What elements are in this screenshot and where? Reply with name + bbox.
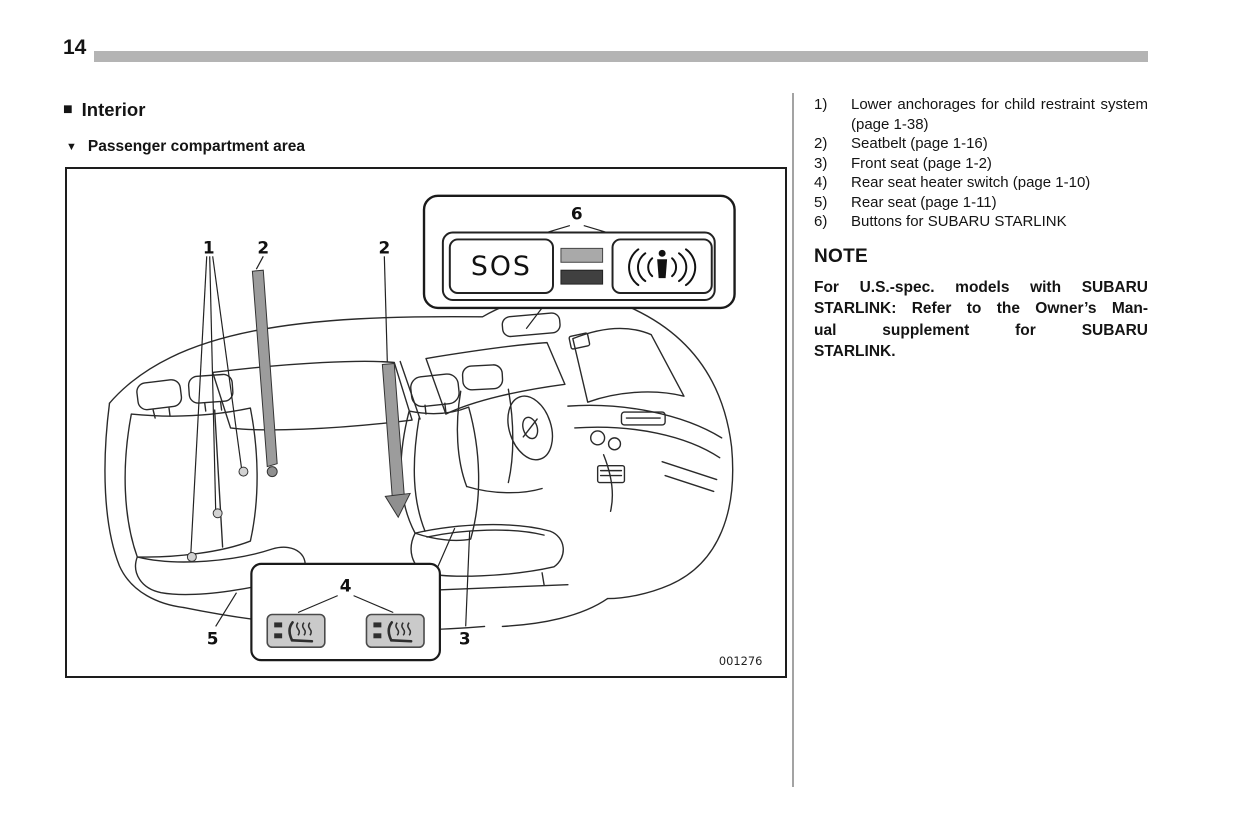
heater-switch-callout: 4: [250, 562, 441, 662]
callout-label-5: 5: [207, 628, 219, 648]
starlink-indicator-dark: [560, 269, 604, 285]
list-item: 5) Rear seat (page 1-11): [814, 193, 1148, 213]
callout-label-4: 4: [340, 576, 352, 596]
callout-label-2-rear: 2: [257, 237, 269, 257]
section-square-icon: ■: [63, 101, 73, 118]
list-item: 2) Seatbelt (page 1-16): [814, 134, 1148, 154]
sos-button-label: SOS: [471, 251, 532, 282]
callout-label-1: 1: [203, 237, 215, 257]
steering-wheel: [507, 395, 554, 461]
section-title: Interior: [81, 99, 146, 120]
list-item: 4) Rear seat heater switch (page 1-10): [814, 173, 1148, 193]
leader-lines: [190, 256, 543, 627]
seatbelt-buckle: [266, 466, 278, 478]
note-heading: NOTE: [814, 245, 868, 267]
driver-seat: [456, 364, 543, 494]
list-item-text: Lower anchorages for child restraint sys…: [851, 96, 1148, 133]
page-number: 14: [63, 36, 87, 59]
seatbelts: [186, 269, 411, 562]
callout-label-6: 6: [571, 204, 583, 224]
anchorage-point: [238, 466, 249, 477]
column-divider: [792, 93, 794, 787]
list-item: 3) Front seat (page 1-2): [814, 154, 1148, 174]
front-seat: [400, 373, 569, 592]
seatbelt-arrow: [384, 492, 411, 519]
passenger-compartment-illustration: 1 2 2 5 3 4 6 SOS: [104, 194, 762, 668]
section-heading-interior: ■ Interior: [63, 99, 145, 121]
anchorage-point: [212, 508, 223, 519]
list-item: 6) Buttons for SUBARU STARLINK: [814, 212, 1148, 232]
list-item-text: Seatbelt (page 1-16): [851, 135, 988, 152]
note-line: STARLINK.: [814, 343, 896, 360]
sos-button: [448, 238, 554, 295]
list-item-number: 5): [814, 193, 828, 211]
rear-seat: [124, 373, 306, 596]
note-line: For U.S.-spec. models with SUBARU: [814, 278, 1148, 296]
starlink-indicator-light: [560, 247, 604, 263]
figure-passenger-compartment: 1 2 2 5 3 4 6 SOS: [65, 167, 787, 678]
anchorage-point: [186, 551, 197, 562]
seat-heater-button-left: [265, 613, 327, 649]
list-item-text: Front seat (page 1-2): [851, 154, 992, 172]
starlink-callout: 6 SOS: [422, 194, 736, 310]
list-item-text: Buttons for SUBARU STARLINK: [851, 213, 1067, 230]
header-rule-bar: [94, 51, 1148, 62]
list-item-number: 3): [814, 154, 828, 172]
reference-column: 1) Lower anchorages for child restraint …: [814, 95, 1148, 363]
list-item-number: 4): [814, 174, 828, 191]
list-item-number: 6): [814, 213, 828, 230]
callout-label-3: 3: [459, 628, 471, 648]
rear-seatbelt: [251, 269, 278, 468]
list-item-number: 2): [814, 135, 828, 152]
subsection-title: Passenger compartment area: [87, 138, 305, 155]
figure-code: 001276: [719, 654, 762, 668]
triangle-marker-icon: ▼: [66, 141, 77, 153]
list-item-text: Rear seat (page 1-11): [851, 193, 997, 211]
note-line: ual supplement for SUBARU: [814, 321, 1148, 339]
seat-heater-button-right: [365, 613, 426, 649]
subsection-heading: ▼ Passenger compartment area: [66, 138, 305, 156]
note-body: For U.S.-spec. models with SUBARU STARLI…: [814, 277, 1148, 363]
note-line: STARLINK: Refer to the Owner’s Man-: [814, 300, 1148, 317]
info-speaker-icon: [628, 248, 697, 287]
list-item-number: 1): [814, 96, 828, 113]
callout-label-2-front: 2: [378, 237, 390, 257]
list-item-text: Rear seat heater switch (page 1-10): [851, 174, 1091, 191]
list-item: 1) Lower anchorages for child restraint …: [814, 95, 1148, 134]
